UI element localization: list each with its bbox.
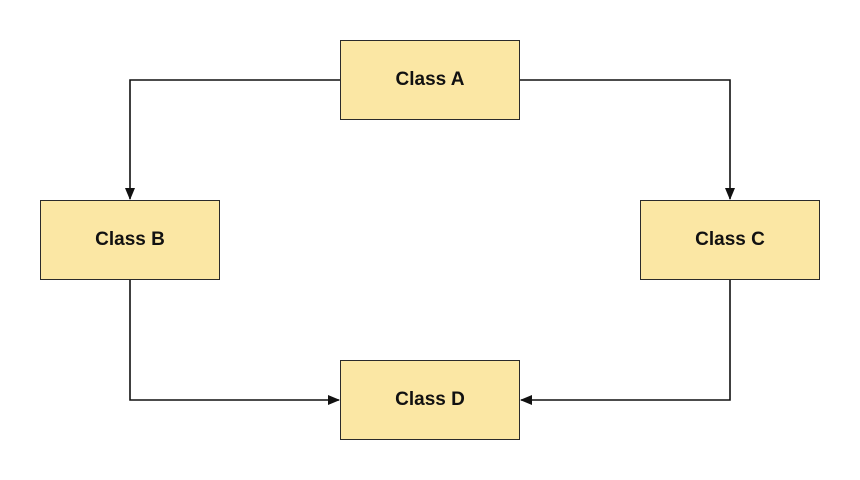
node-class-d[interactable]: Class D [340, 360, 520, 440]
edge-a-to-b [125, 79, 340, 200]
node-label: Class C [695, 229, 765, 250]
edge-c-to-d [520, 280, 731, 405]
edge-b-to-d [129, 280, 340, 405]
node-class-a[interactable]: Class A [340, 40, 520, 120]
node-label: Class B [95, 229, 165, 250]
node-label: Class A [395, 69, 465, 90]
node-class-c[interactable]: Class C [640, 200, 820, 280]
node-class-b[interactable]: Class B [40, 200, 220, 280]
node-label: Class D [395, 389, 465, 410]
edge-a-to-c [520, 79, 735, 200]
